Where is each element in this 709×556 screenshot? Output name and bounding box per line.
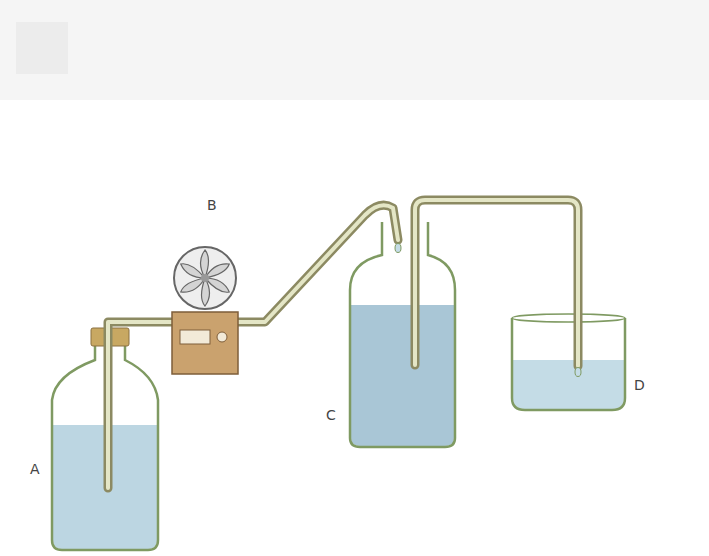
fan-blades (179, 250, 232, 306)
dish-d (512, 318, 625, 410)
liquid-c (351, 305, 454, 446)
liquid-d (513, 360, 624, 409)
pump-knob (217, 332, 227, 342)
dish-rim (512, 314, 625, 322)
pump-display (180, 330, 210, 344)
part-letter: B (207, 198, 217, 212)
tubes-inner (108, 200, 578, 488)
tubes-outer (108, 200, 578, 488)
pump-box (172, 312, 238, 374)
part-letter: D (634, 378, 645, 392)
fan-hub (201, 274, 209, 282)
bottle-c (350, 222, 455, 447)
drop (575, 368, 581, 377)
faded-header-square (16, 22, 68, 74)
fan-housing (174, 247, 236, 309)
part-letter: C (326, 408, 336, 422)
faded-header (0, 0, 709, 100)
drop (395, 244, 401, 253)
part-letter: A (30, 462, 40, 476)
